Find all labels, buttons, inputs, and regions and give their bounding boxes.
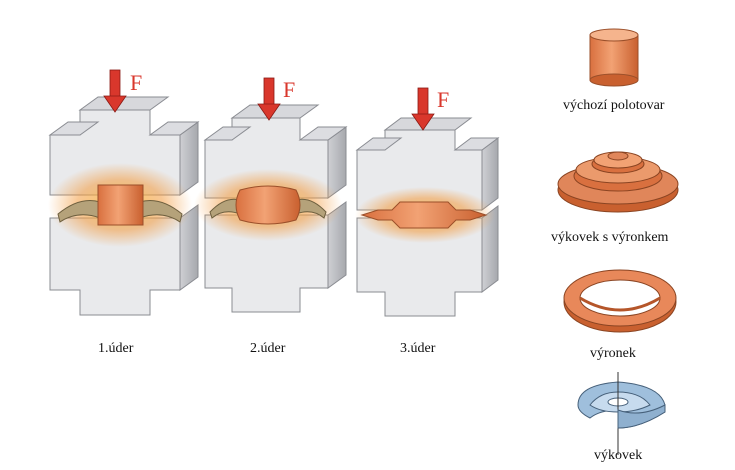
starting-billet-illustration	[589, 28, 639, 87]
stroke-label-1: 1.úder	[98, 341, 134, 356]
force-label: F	[130, 70, 142, 95]
force-arrow	[257, 77, 281, 121]
die-set-stroke-2: F	[194, 77, 348, 313]
part-label-starting-billet: výchozí polotovar	[563, 98, 665, 113]
die-set-stroke-1: F	[48, 69, 200, 316]
flash-ring-illustration	[563, 269, 677, 333]
force-label: F	[283, 77, 295, 102]
force-arrow	[103, 69, 127, 113]
die-set-stroke-3: F	[355, 87, 500, 317]
stroke-label-3: 3.úder	[400, 341, 436, 356]
stroke-label-2: 2.úder	[250, 341, 286, 356]
forging-with-flash	[360, 201, 488, 229]
final-forging-illustration	[577, 372, 666, 455]
part-label-forging-with-flash: výkovek s výronkem	[551, 230, 669, 245]
part-label-flash: výronek	[590, 346, 636, 361]
part-label-forging: výkovek	[594, 448, 643, 463]
force-arrow	[411, 87, 435, 131]
billet	[235, 185, 301, 225]
forging-with-flash-illustration	[557, 151, 679, 213]
billet	[97, 184, 144, 226]
force-label: F	[437, 87, 449, 112]
